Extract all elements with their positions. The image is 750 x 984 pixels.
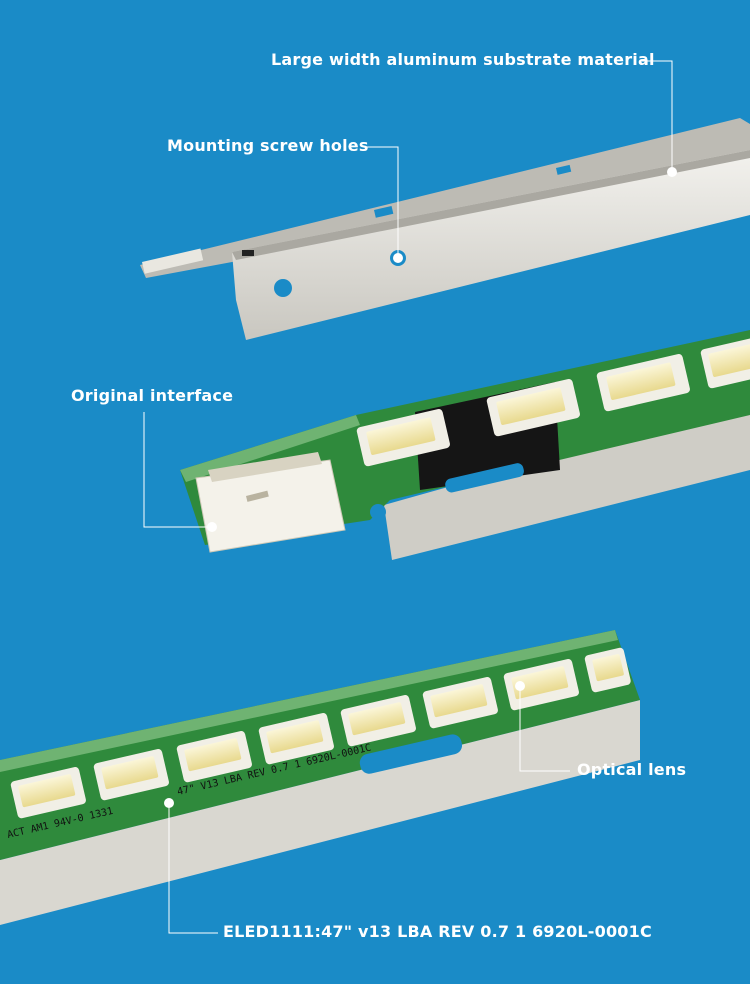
marker-dot bbox=[164, 798, 174, 808]
led-emitter bbox=[596, 354, 690, 412]
label-model-code: ELED1111:47" v13 LBA REV 0.7 1 6920L-000… bbox=[223, 922, 652, 941]
pcb-strip-connector bbox=[180, 330, 750, 560]
pcb-strip-leds: 47" V13 LBA REV 0.7 1 6920L-0001C ACT AM… bbox=[0, 630, 640, 925]
led-emitter bbox=[700, 335, 750, 389]
label-original-interface: Original interface bbox=[71, 386, 234, 405]
label-optical-lens: Optical lens bbox=[577, 760, 687, 779]
aluminum-strip bbox=[140, 118, 750, 340]
label-screw-holes: Mounting screw holes bbox=[167, 136, 369, 155]
led-emitter bbox=[356, 409, 450, 467]
marker-dot bbox=[207, 522, 217, 532]
leader-lines bbox=[143, 60, 673, 934]
marker-dot bbox=[515, 681, 525, 691]
label-aluminum-substrate: Large width aluminum substrate material bbox=[271, 50, 655, 69]
screw-hole-1 bbox=[274, 279, 292, 297]
led-emitter bbox=[486, 379, 580, 437]
marker-dot bbox=[393, 253, 403, 263]
marker-dot bbox=[667, 167, 677, 177]
